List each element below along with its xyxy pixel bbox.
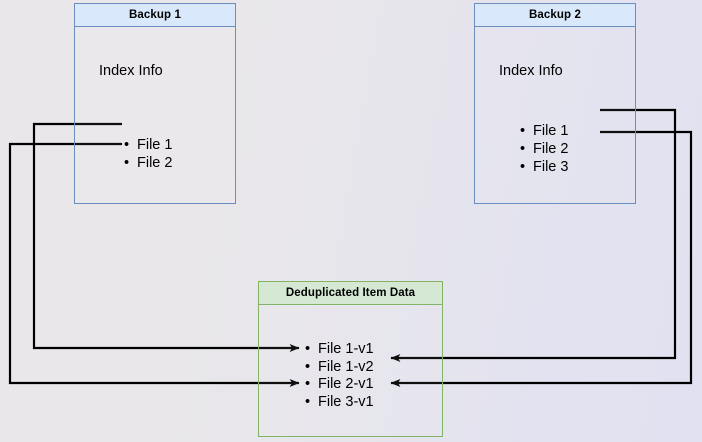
list-item: File 2: [124, 154, 172, 172]
node-backup-1[interactable]: Backup 1 Index Info File 1 File 2: [74, 3, 236, 204]
list-item: File 1-v1: [305, 341, 374, 359]
node-dedup-body: File 1-v1 File 1-v2 File 2-v1 File 3-v1: [259, 305, 442, 436]
backup-2-file-list: File 1 File 2 File 3: [520, 122, 568, 176]
backup-1-file-list: File 1 File 2: [124, 136, 172, 172]
node-backup-1-body: Index Info File 1 File 2: [75, 27, 235, 203]
node-backup-2-body: Index Info File 1 File 2 File 3: [475, 27, 635, 203]
backup-2-caption: Index Info: [499, 63, 563, 79]
list-item: File 2: [520, 140, 568, 158]
list-item: File 1: [520, 122, 568, 140]
node-backup-2[interactable]: Backup 2 Index Info File 1 File 2 File 3: [474, 3, 636, 204]
node-backup-1-header: Backup 1: [75, 4, 235, 27]
list-item: File 2-v1: [305, 376, 374, 394]
list-item: File 1: [124, 136, 172, 154]
dedup-file-list: File 1-v1 File 1-v2 File 2-v1 File 3-v1: [305, 341, 374, 411]
backup-1-caption: Index Info: [99, 63, 163, 79]
list-item: File 3: [520, 158, 568, 176]
node-dedup-header: Deduplicated Item Data: [259, 282, 442, 305]
list-item: File 3-v1: [305, 394, 374, 412]
node-backup-2-header: Backup 2: [475, 4, 635, 27]
list-item: File 1-v2: [305, 359, 374, 377]
node-deduplicated-item-data[interactable]: Deduplicated Item Data File 1-v1 File 1-…: [258, 281, 443, 437]
